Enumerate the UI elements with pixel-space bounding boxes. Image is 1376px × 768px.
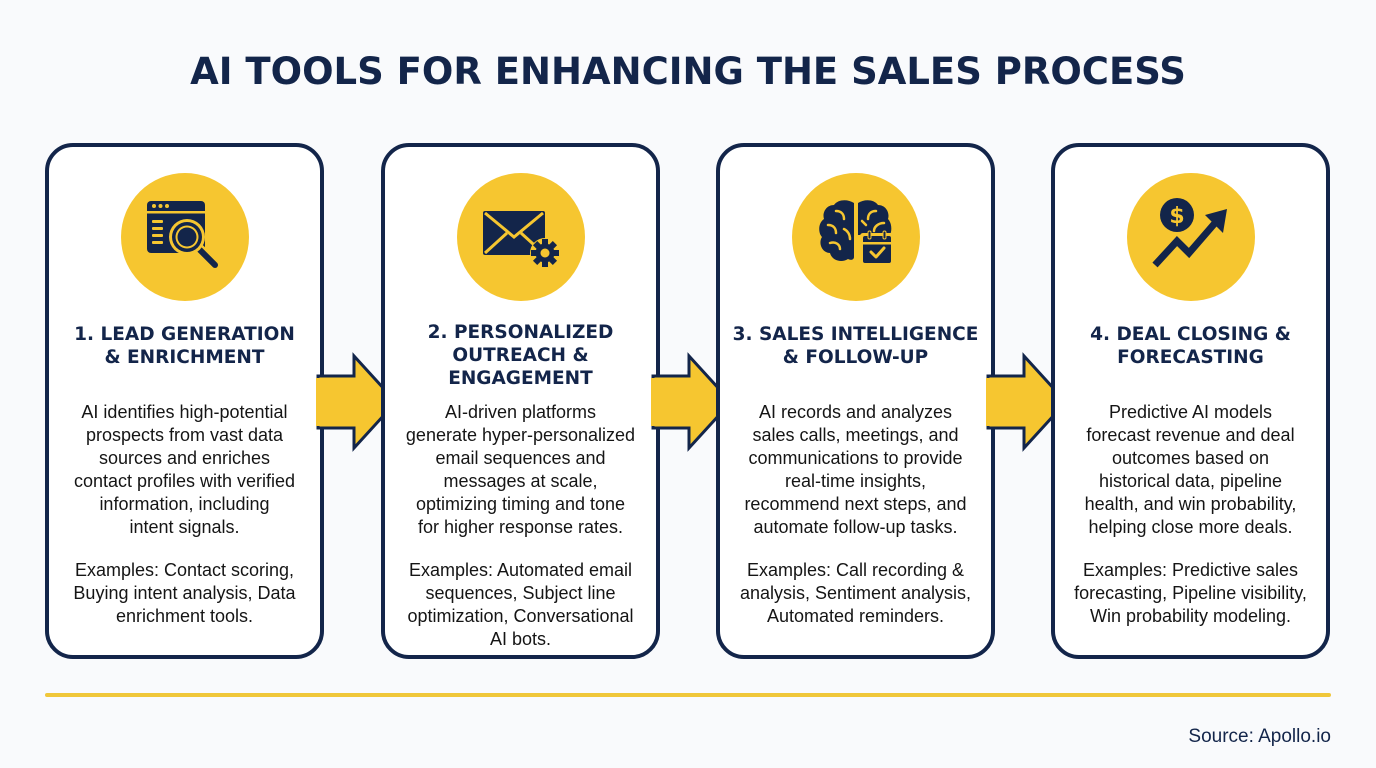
- arrow-right-icon: [316, 352, 399, 452]
- icon-badge: [456, 173, 585, 301]
- step-description: AI-driven platforms generate hyper-perso…: [405, 402, 636, 537]
- arrow-right-icon: [651, 352, 734, 452]
- step-card-lead-generation: 1. LEAD GENERATION & ENRICHMENT AI ident…: [45, 143, 324, 659]
- flow-arrow: [316, 352, 399, 452]
- step-card-deal-closing: $ 4. DEAL CLOSING & FORECASTING Predicti…: [1051, 143, 1330, 659]
- page-title: AI TOOLS FOR ENHANCING THE SALES PROCESS: [190, 50, 1186, 93]
- source-credit: Source: Apollo.io: [1188, 726, 1331, 747]
- step-examples: Examples: Automated email sequences, Sub…: [407, 560, 634, 649]
- step-card-personalized-outreach: 2. PERSONALIZED OUTREACH & ENGAGEMENT AI…: [381, 143, 660, 659]
- flow-arrow: [986, 352, 1069, 452]
- step-examples: Examples: Predictive sales forecasting, …: [1074, 560, 1307, 626]
- step-card-sales-intelligence: 3. SALES INTELLIGENCE & FOLLOW-UP AI rec…: [716, 143, 995, 659]
- icon-badge: [791, 173, 920, 301]
- svg-text:$: $: [1169, 204, 1184, 229]
- icon-badge: [120, 173, 249, 301]
- step-heading: 3. SALES INTELLIGENCE & FOLLOW-UP: [732, 324, 979, 368]
- step-description: Predictive AI models forecast revenue an…: [1084, 402, 1297, 537]
- step-heading: 4. DEAL CLOSING & FORECASTING: [1090, 324, 1291, 368]
- arrow-right-icon: [986, 352, 1069, 452]
- step-description: AI identifies high-potential prospects f…: [73, 402, 296, 537]
- brain-calendar-icon: [818, 199, 894, 265]
- dollar-trend-up-icon: $: [1151, 198, 1227, 268]
- email-gear-icon: [482, 211, 560, 268]
- footer-divider: [45, 693, 1331, 697]
- browser-magnifier-icon: [146, 201, 220, 271]
- step-heading: 1. LEAD GENERATION & ENRICHMENT: [74, 324, 295, 368]
- step-examples: Examples: Contact scoring, Buying intent…: [73, 560, 296, 626]
- step-heading: 2. PERSONALIZED OUTREACH & ENGAGEMENT: [427, 322, 614, 389]
- flow-arrow: [651, 352, 734, 452]
- step-description: AI records and analyzes sales calls, mee…: [744, 402, 967, 537]
- icon-badge: $: [1126, 173, 1255, 301]
- step-examples: Examples: Call recording & analysis, Sen…: [739, 560, 972, 626]
